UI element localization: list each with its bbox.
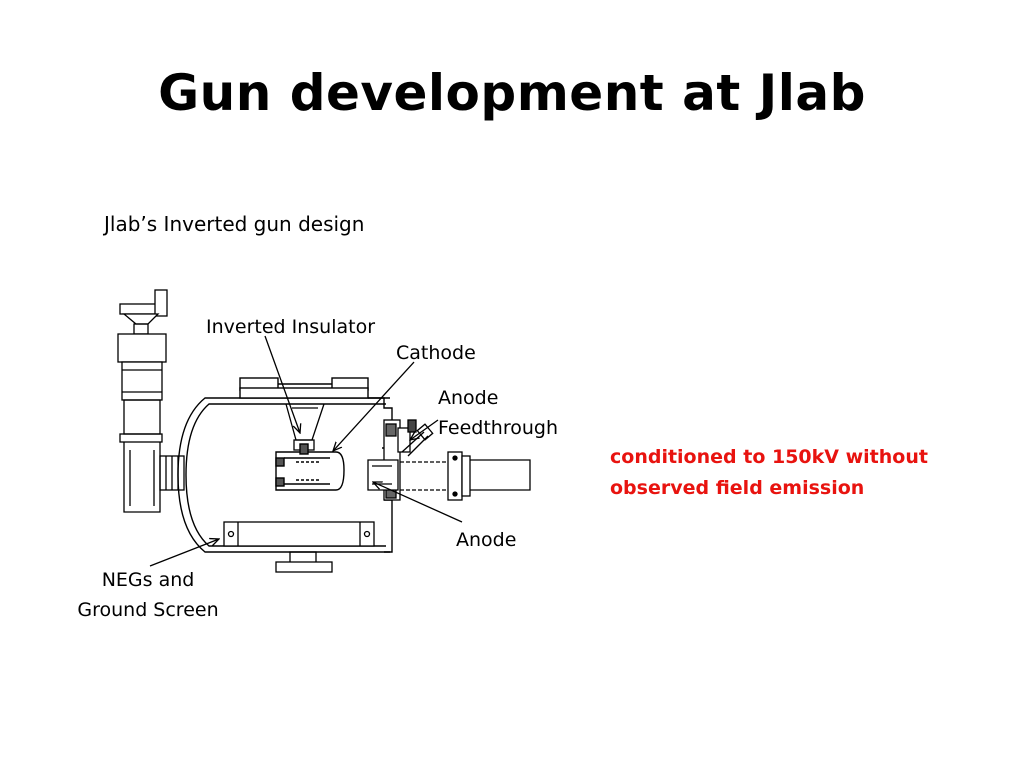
label-negs-ground-screen: NEGs and Ground Screen [60, 565, 236, 625]
anode-assembly [367, 419, 531, 501]
label-anode: Anode [456, 529, 517, 551]
anode-feedthrough-arrow [410, 419, 439, 440]
callout-arrows [149, 335, 463, 567]
label-negs-line2: Ground Screen [77, 599, 219, 621]
valve-assembly [117, 289, 185, 513]
label-inverted-insulator: Inverted Insulator [206, 316, 376, 338]
label-anode-feedthrough: Anode Feedthrough [438, 383, 558, 443]
label-negs-line1: NEGs and [101, 569, 195, 591]
diagram-subtitle: Jlab’s Inverted gun design [104, 212, 365, 236]
cathode-arrow [333, 361, 415, 451]
neg-ground-screen [223, 521, 375, 573]
slide-title: Gun development at Jlab [158, 64, 866, 122]
label-cathode: Cathode [396, 342, 476, 364]
negs-arrow [149, 539, 219, 567]
inverted-insulator-arrow [264, 335, 300, 433]
label-anode-feedthrough-line1: Anode [438, 387, 499, 409]
label-anode-feedthrough-line2: Feedthrough [438, 417, 558, 439]
anode-arrow [373, 482, 463, 523]
conditioning-note: conditioned to 150kV without observed fi… [610, 442, 928, 504]
conditioning-note-line1: conditioned to 150kV without [610, 446, 928, 468]
conditioning-note-line2: observed field emission [610, 477, 865, 499]
cathode-electrode [275, 443, 345, 491]
